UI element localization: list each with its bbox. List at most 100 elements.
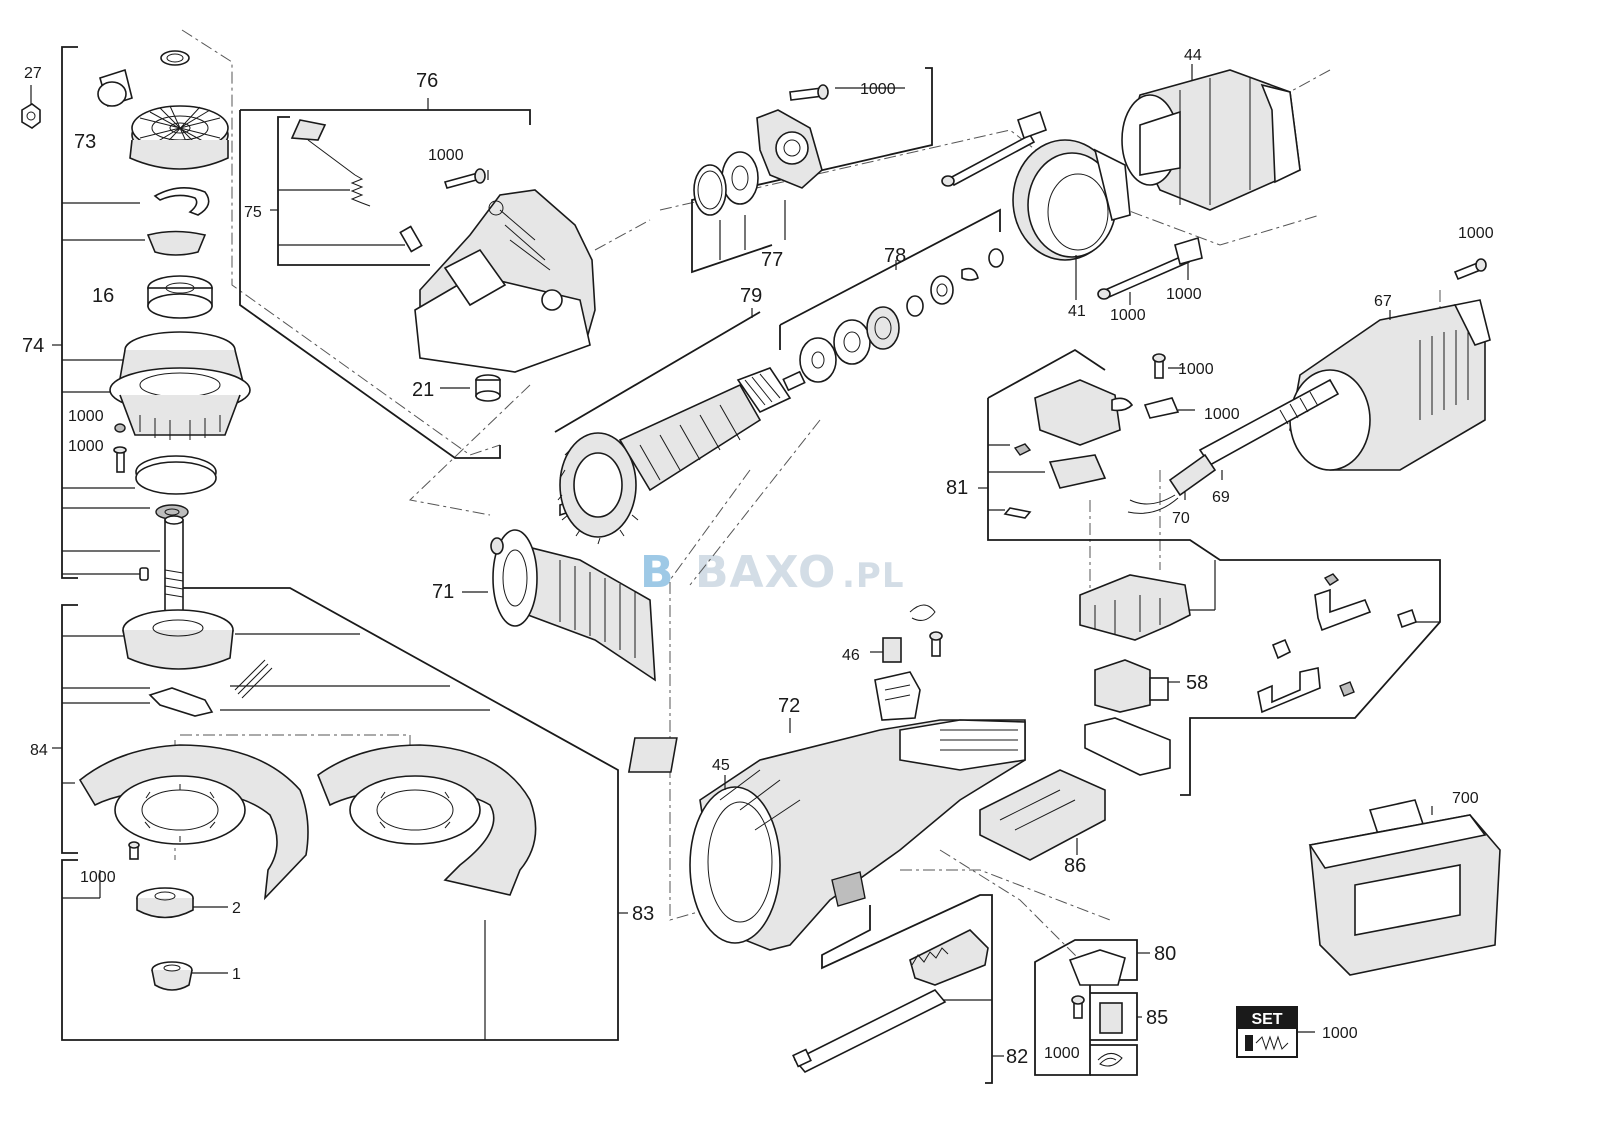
label-1000-f: 1000 <box>1110 307 1146 324</box>
part-clamp-flange <box>122 609 234 670</box>
label-1: 1 <box>232 966 241 983</box>
part-bearing-bush <box>97 68 133 108</box>
part-71-side-handle <box>462 529 656 682</box>
label-81: 81 <box>946 477 968 499</box>
label-67: 67 <box>1374 293 1392 310</box>
part-stator-screw-b <box>1097 236 1203 305</box>
part-guard-right <box>317 744 537 896</box>
label-86: 86 <box>1064 855 1086 877</box>
group-76 <box>239 98 531 459</box>
watermark: B BAXO .PL <box>640 547 905 598</box>
left-brackets <box>52 46 628 1041</box>
label-78: 78 <box>884 245 906 267</box>
part-27-nut <box>21 85 41 129</box>
part-wave-washer <box>146 230 207 256</box>
label-1000-b: 1000 <box>68 438 104 455</box>
label-75: 75 <box>244 204 262 221</box>
label-1000-g: 1000 <box>1166 286 1202 303</box>
part-73-bevel-gear <box>129 105 229 170</box>
part-screw-small-a <box>114 423 126 433</box>
group-80 <box>1034 939 1150 1076</box>
part-lock-lever <box>148 687 214 717</box>
label-45: 45 <box>712 757 730 774</box>
part-guard-screw <box>128 841 140 860</box>
part-retaining-ring <box>153 187 210 216</box>
label-77: 77 <box>761 249 783 271</box>
part-spring-lock <box>234 659 273 699</box>
label-58: 58 <box>1186 672 1208 694</box>
part-41-fan-baffle <box>1012 139 1131 300</box>
label-1000-i: 1000 <box>1178 361 1214 378</box>
label-1000-a: 1000 <box>68 408 104 425</box>
label-83: 83 <box>632 903 654 925</box>
label-79: 79 <box>740 285 762 307</box>
part-labels: 27 73 16 74 1000 1000 84 1000 2 1 76 75 … <box>22 47 1494 1068</box>
part-screw-small-b <box>113 446 127 473</box>
label-44: 44 <box>1184 47 1202 64</box>
set-badge: SET <box>1236 1006 1315 1058</box>
group-77 <box>691 67 933 274</box>
part-gear-housing-flange <box>109 331 251 440</box>
label-76: 76 <box>416 70 438 92</box>
part-housing-screw-top <box>1453 258 1487 281</box>
label-82: 82 <box>1006 1046 1028 1068</box>
watermark-suffix: .PL <box>842 556 905 596</box>
part-guard-left <box>78 744 309 901</box>
group-81 <box>978 348 1441 796</box>
part-86-cover <box>979 769 1106 861</box>
part-21-needle-bearing <box>475 374 501 402</box>
part-72-label <box>627 718 791 773</box>
part-75-switch-button <box>290 119 423 253</box>
label-1000-c: 1000 <box>80 869 116 886</box>
part-switch-cover <box>1084 717 1171 776</box>
part-45-motor-housing <box>689 719 1026 951</box>
group-82 <box>792 894 1004 1084</box>
label-74: 74 <box>22 335 44 357</box>
part-switch-screws <box>1143 353 1195 419</box>
part-spindle <box>164 515 184 621</box>
label-2: 2 <box>232 900 241 917</box>
label-69: 69 <box>1212 489 1230 506</box>
part-circlip-top <box>160 50 190 66</box>
label-85: 85 <box>1146 1007 1168 1029</box>
part-gear-housing <box>414 189 596 373</box>
part-44-stator <box>1121 64 1301 211</box>
label-84: 84 <box>30 742 48 759</box>
group-78 <box>779 208 1004 383</box>
part-stator-screw-a <box>941 110 1048 187</box>
watermark-text: BAXO <box>695 547 836 598</box>
part-brackets-small <box>1257 573 1418 714</box>
label-71: 71 <box>432 581 454 603</box>
label-1000-j: 1000 <box>1204 406 1240 423</box>
part-switch-holder <box>1079 574 1191 641</box>
part-46-brush <box>870 604 943 663</box>
label-80: 80 <box>1154 943 1176 965</box>
label-73: 73 <box>74 131 96 153</box>
part-seal-ring <box>135 455 217 495</box>
label-41: 41 <box>1068 303 1086 320</box>
part-79-armature <box>554 308 806 545</box>
part-housing-screw <box>443 168 486 189</box>
label-1000-e: 1000 <box>860 81 896 98</box>
part-key <box>139 567 149 581</box>
label-70: 70 <box>1172 510 1190 527</box>
part-small-bearing <box>155 504 189 520</box>
part-brush-holder <box>874 671 921 721</box>
part-16-bearing <box>147 275 213 319</box>
label-1000-h: 1000 <box>1458 225 1494 242</box>
label-21: 21 <box>412 379 434 401</box>
label-16: 16 <box>92 285 114 307</box>
part-69-cable <box>1127 378 1340 514</box>
part-700-case <box>1308 799 1501 976</box>
label-46: 46 <box>842 647 860 664</box>
label-1000-k: 1000 <box>1044 1045 1080 1062</box>
label-1000-d: 1000 <box>428 147 464 164</box>
label-27: 27 <box>24 65 42 82</box>
part-1-lock-nut <box>151 961 228 991</box>
watermark-logo: B <box>640 547 675 598</box>
part-2-flange <box>136 887 228 919</box>
part-58-switch <box>1094 659 1180 713</box>
label-72: 72 <box>778 695 800 717</box>
label-700: 700 <box>1452 790 1479 807</box>
